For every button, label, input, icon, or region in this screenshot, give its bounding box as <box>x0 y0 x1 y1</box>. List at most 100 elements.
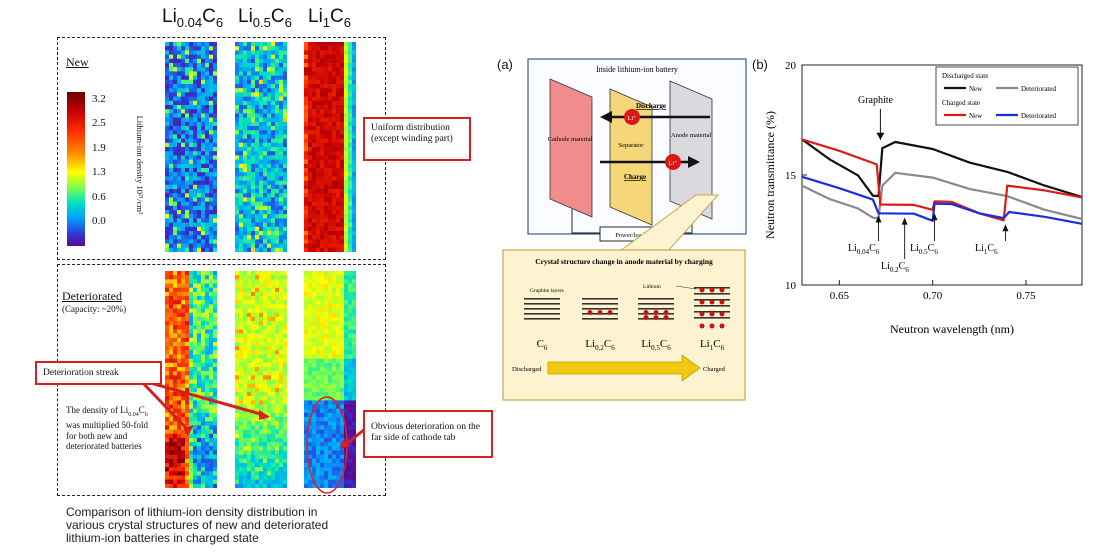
heatmap-cell <box>308 84 313 89</box>
heatmap-cell <box>247 88 252 93</box>
heatmap-cell <box>279 296 284 301</box>
heatmap-cell <box>213 296 217 301</box>
heatmap-cell <box>312 312 317 318</box>
heatmap-cell <box>201 58 206 64</box>
heatmap-cell <box>352 168 356 173</box>
heatmap-cell <box>283 341 287 347</box>
heatmap-cell <box>251 109 256 114</box>
heatmap-cell <box>304 117 309 123</box>
series-line <box>801 171 1083 221</box>
heatmap-cell <box>263 429 268 435</box>
heatmap-cell <box>275 279 280 284</box>
heatmap-cell <box>348 291 353 297</box>
heatmap-cell <box>308 442 313 447</box>
heatmap-cell <box>185 433 190 439</box>
heatmap-cell <box>304 100 309 106</box>
heatmap-cell <box>165 433 170 439</box>
heatmap-cell <box>316 304 321 309</box>
heatmap-cell <box>275 462 280 468</box>
heatmap-cell <box>173 121 178 127</box>
heatmap-cell <box>304 142 309 148</box>
graphite-stacks <box>524 287 730 329</box>
heatmap-cell <box>271 180 276 186</box>
heatmap-cell <box>239 88 244 93</box>
heatmap-cell <box>259 358 264 364</box>
heatmap-cell <box>193 50 198 55</box>
heatmap-cell <box>340 400 345 405</box>
heatmap-cell <box>243 379 248 385</box>
heatmap-cell <box>185 467 190 472</box>
heatmap-cell <box>251 100 256 106</box>
heatmap-cell <box>165 333 170 339</box>
heatmap-cell <box>185 134 190 139</box>
heatmap-cell <box>332 337 337 343</box>
heatmap-cell <box>320 138 325 144</box>
heatmap-cell <box>235 168 240 173</box>
heatmap-cell <box>283 54 287 60</box>
heatmap-cell <box>255 54 260 60</box>
heatmap-cell <box>308 193 313 198</box>
heatmap-cell <box>336 404 341 410</box>
streak-arrow-2 <box>139 378 265 417</box>
heatmap-cell <box>348 243 353 249</box>
heatmap-cell <box>308 346 313 351</box>
heatmap-cell <box>189 214 194 219</box>
heatmap-cell <box>324 151 329 156</box>
heatmap-cell <box>336 392 341 397</box>
heatmap-cell <box>205 247 210 252</box>
heatmap-cell <box>205 75 210 81</box>
graphite-layer <box>524 313 560 315</box>
heatmap-cell <box>312 387 317 393</box>
heatmap-cell <box>340 467 345 472</box>
heatmap-cell <box>251 88 256 93</box>
graphite-layer <box>638 303 674 305</box>
heatmap-cell <box>201 471 206 476</box>
heatmap-cell <box>165 142 170 148</box>
heatmap-cell <box>308 163 313 169</box>
heatmap-cell <box>205 218 210 223</box>
heatmap-cell <box>173 329 178 334</box>
heatmap-cell <box>336 437 341 443</box>
heatmap-cell <box>316 283 321 289</box>
heatmap-cell <box>255 42 260 47</box>
heatmap-cell <box>263 379 268 385</box>
heatmap-cell <box>205 483 210 488</box>
heatmap-cell <box>201 231 206 236</box>
heatmap-cell <box>259 400 264 405</box>
heatmap-cell <box>336 176 341 181</box>
heatmap-cell <box>173 168 178 173</box>
heatmap-cell <box>251 346 256 351</box>
heatmap-cell <box>304 138 309 144</box>
heatmap-cell <box>209 218 214 223</box>
heatmap-cell <box>189 151 194 156</box>
heatmap-cell <box>320 105 325 110</box>
heatmap-cell <box>320 346 325 351</box>
heatmap-cell <box>169 247 174 252</box>
heatmap-cell <box>328 475 333 481</box>
heatmap-cell <box>352 346 356 351</box>
heatmap-cell <box>189 126 194 131</box>
heatmap-cell <box>181 134 186 139</box>
heatmap-cell <box>169 50 174 55</box>
heatmap-cell <box>320 383 325 389</box>
heatmap-cell <box>169 163 174 169</box>
heatmap-cell <box>340 366 345 372</box>
heatmap-cell <box>275 130 280 135</box>
heatmap-cell <box>197 291 202 297</box>
heatmap-cell <box>324 354 329 360</box>
heatmap-cell <box>235 437 240 443</box>
heatmap-cell <box>243 433 248 439</box>
heatmap-cell <box>239 271 244 276</box>
heatmap-cell <box>177 105 182 110</box>
heatmap-cell <box>263 479 268 485</box>
heatmap-cell <box>197 467 202 472</box>
heatmap-cell <box>275 138 280 144</box>
heatmap-cell <box>251 483 256 488</box>
heatmap-cell <box>324 296 329 301</box>
heatmap-cell <box>324 176 329 181</box>
heatmap-cell <box>209 130 214 135</box>
heatmap-cell <box>205 287 210 293</box>
heatmap-cell <box>177 214 182 219</box>
heatmap-cell <box>213 412 217 418</box>
heatmap-cell <box>255 350 260 355</box>
